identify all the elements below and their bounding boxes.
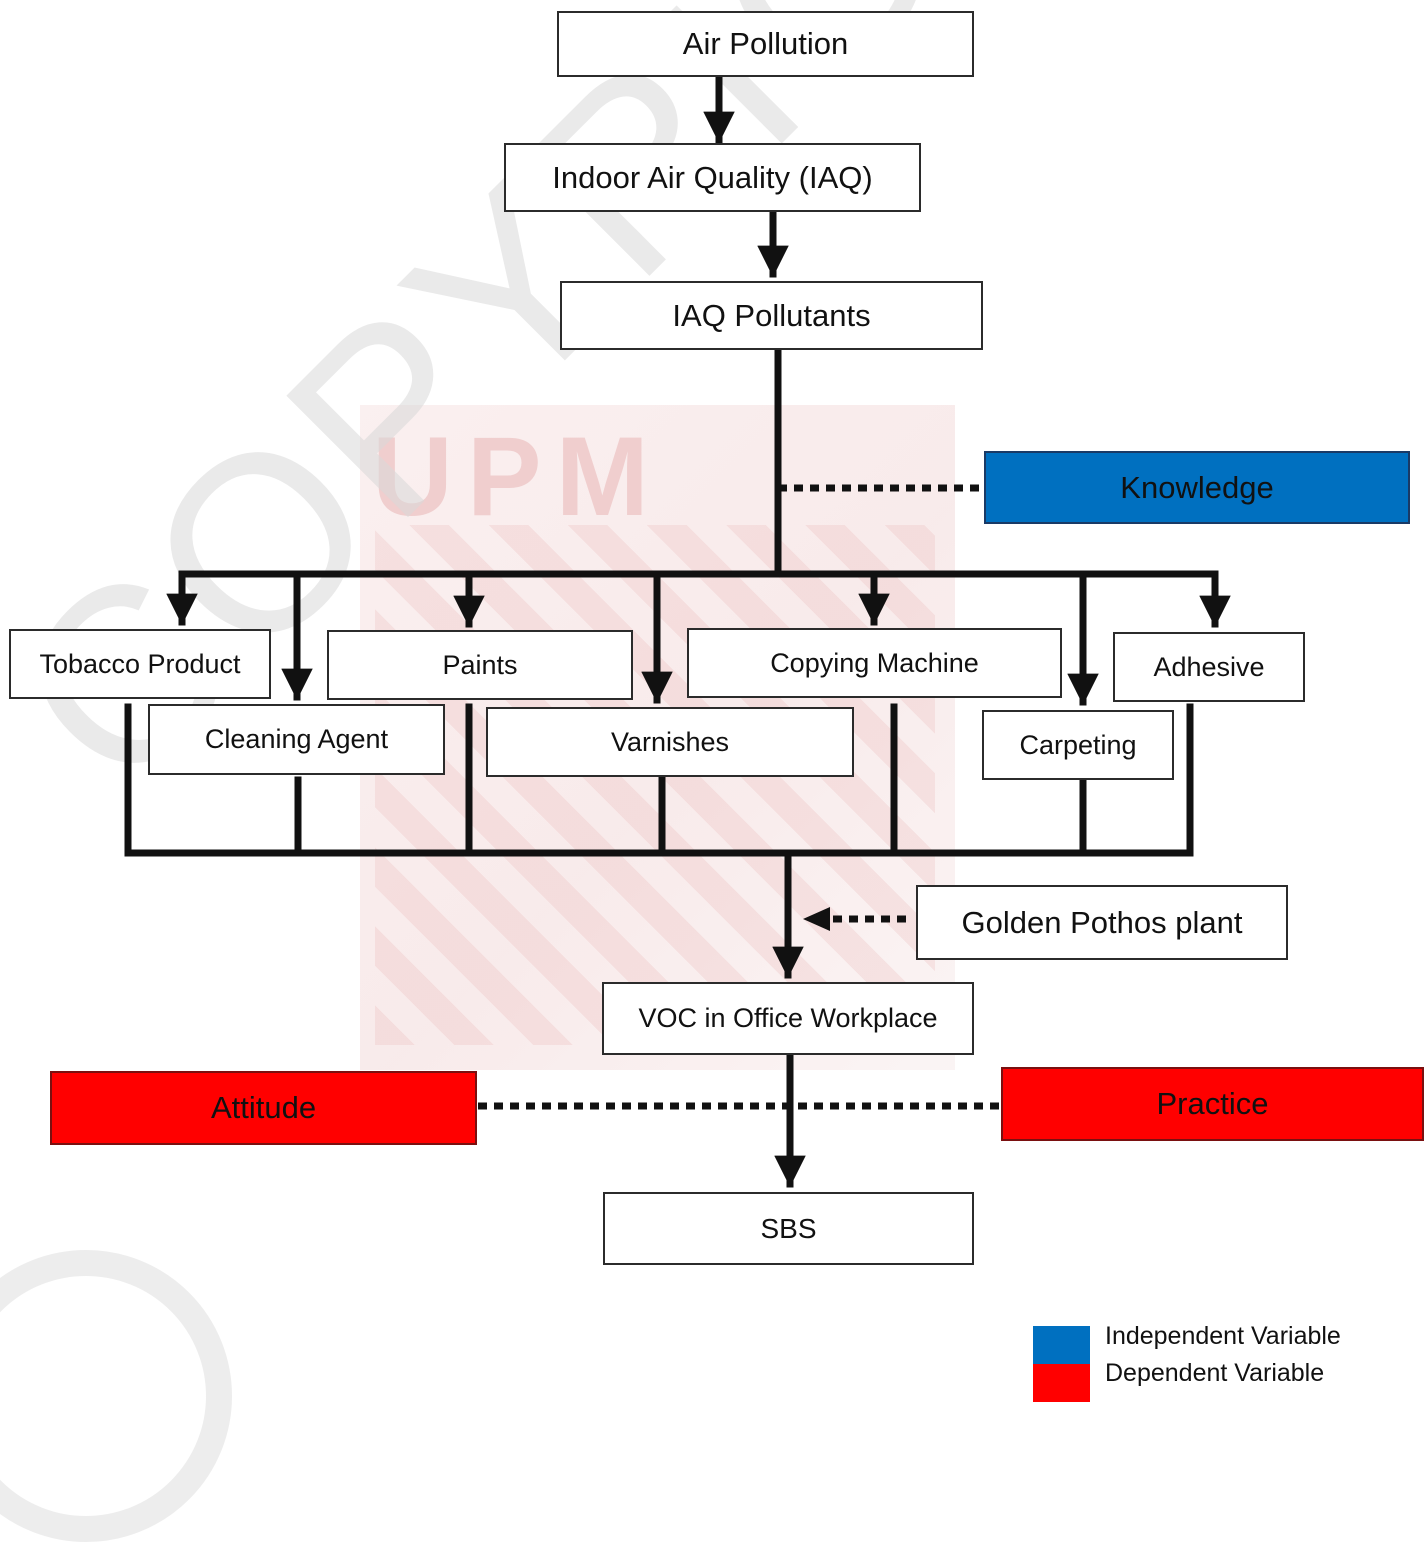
node-attitude: Attitude bbox=[50, 1071, 477, 1145]
node-paints: Paints bbox=[327, 630, 633, 700]
legend-independent-label: Independent Variable bbox=[1105, 1322, 1341, 1350]
node-tobacco-product: Tobacco Product bbox=[9, 629, 271, 699]
node-air-pollution: Air Pollution bbox=[557, 11, 974, 77]
node-varnishes: Varnishes bbox=[486, 707, 854, 777]
node-voc-office-workplace: VOC in Office Workplace bbox=[602, 982, 974, 1055]
node-adhesive: Adhesive bbox=[1113, 632, 1305, 702]
node-carpeting: Carpeting bbox=[982, 710, 1174, 780]
node-sbs: SBS bbox=[603, 1192, 974, 1265]
legend-independent-swatch bbox=[1033, 1326, 1090, 1364]
node-indoor-air-quality: Indoor Air Quality (IAQ) bbox=[504, 143, 921, 212]
node-iaq-pollutants: IAQ Pollutants bbox=[560, 281, 983, 350]
diagram-connectors bbox=[124, 74, 1231, 1188]
node-cleaning-agent: Cleaning Agent bbox=[148, 704, 445, 775]
node-knowledge: Knowledge bbox=[984, 451, 1410, 524]
golden-pothos-arrowhead bbox=[803, 907, 830, 931]
legend-dependent-swatch bbox=[1033, 1364, 1090, 1402]
legend-dependent-label: Dependent Variable bbox=[1105, 1359, 1325, 1387]
node-golden-pothos-plant: Golden Pothos plant bbox=[916, 885, 1288, 960]
node-copying-machine: Copying Machine bbox=[687, 628, 1062, 698]
node-practice: Practice bbox=[1001, 1067, 1424, 1141]
